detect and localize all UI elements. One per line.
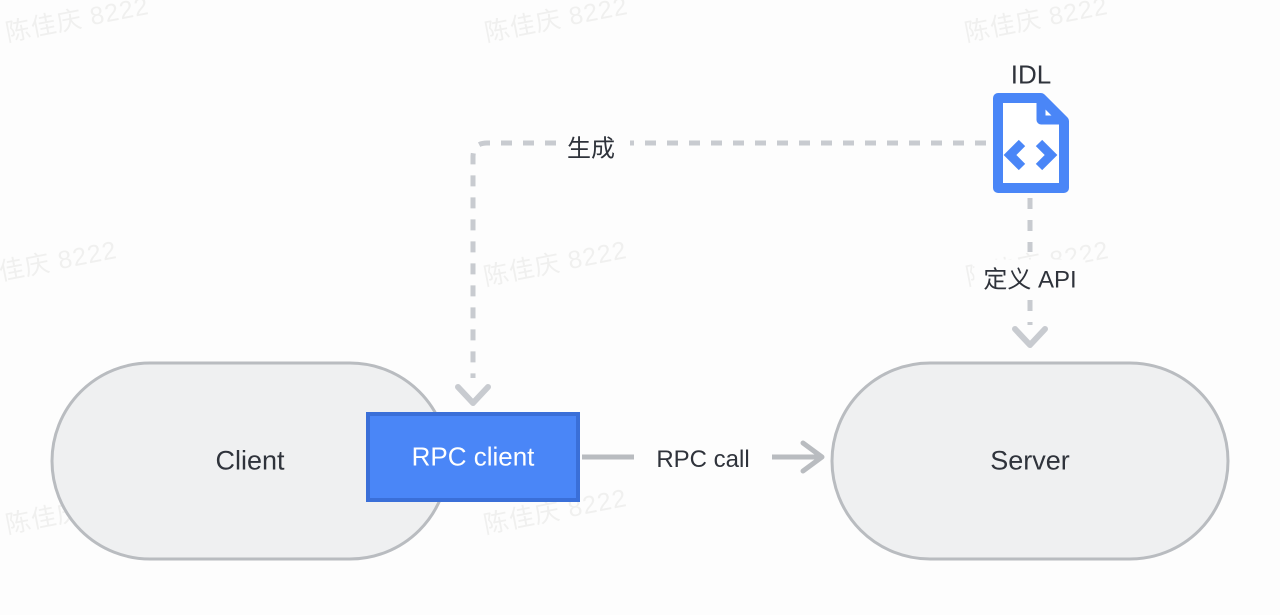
- code-chevron-right-icon: [1035, 139, 1058, 171]
- rpc-call-edge-label: RPC call: [647, 446, 759, 474]
- code-chevron-left-icon: [1003, 139, 1026, 171]
- rpc-client-node-label: RPC client: [411, 441, 535, 472]
- file-outline-icon: [993, 93, 1069, 193]
- server-node-label: Server: [990, 445, 1070, 476]
- generate-arrowhead-icon: [455, 384, 491, 406]
- define-api-arrowhead-icon: [1012, 326, 1048, 348]
- rpc-client-node-shape[interactable]: [366, 412, 580, 502]
- client-node-label: Client: [215, 445, 285, 476]
- generate-edge-left-segment: [470, 140, 556, 378]
- rpc-call-arrowhead-icon: [800, 440, 825, 474]
- server-node-shape[interactable]: [830, 361, 1230, 561]
- idl-file-code-icon[interactable]: [993, 93, 1069, 193]
- generate-edge-label: 生成: [558, 128, 624, 164]
- idl-caption: IDL: [1010, 59, 1052, 90]
- define-api-edge-label: 定义 API: [974, 259, 1086, 295]
- file-code-icon: [993, 93, 1069, 193]
- file-fold-corner-icon: [1036, 99, 1062, 125]
